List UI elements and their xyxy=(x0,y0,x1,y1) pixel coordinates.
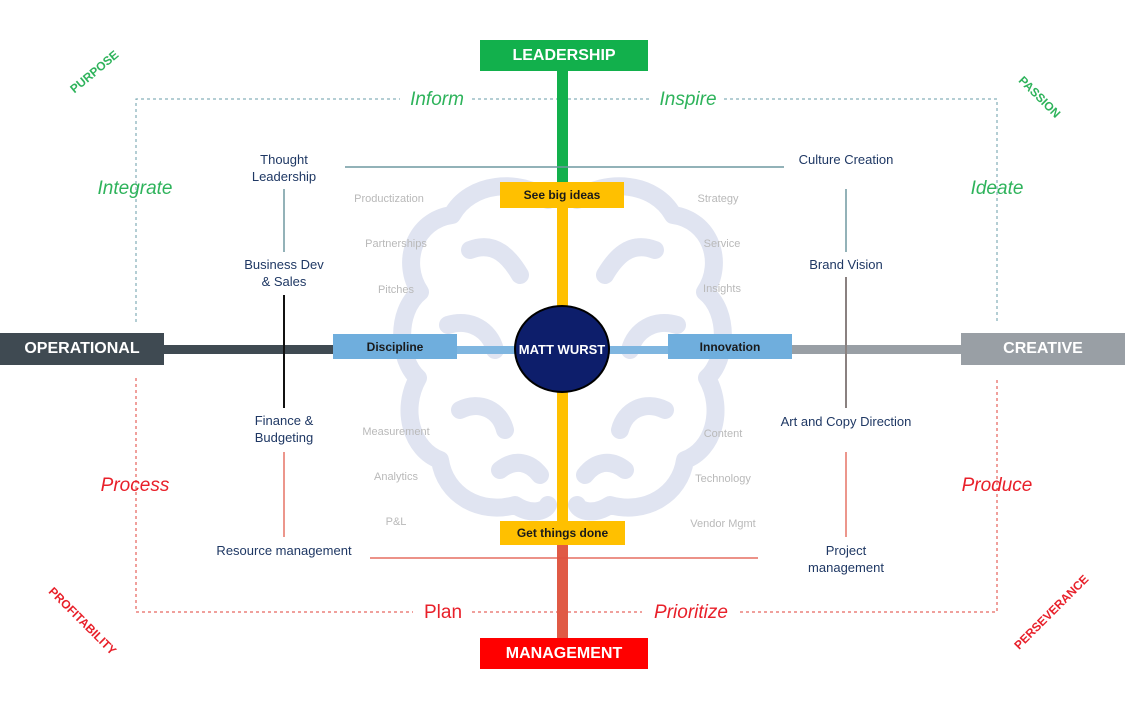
skill-insights: Insights xyxy=(703,283,741,295)
management-box: MANAGEMENT xyxy=(480,638,648,669)
operational-box: OPERATIONAL xyxy=(0,333,164,365)
skill-productization: Productization xyxy=(354,193,424,205)
verb-inform: Inform xyxy=(410,89,464,110)
creative-box: CREATIVE xyxy=(961,333,1125,365)
creative-bar xyxy=(790,345,965,354)
center-circle xyxy=(514,305,610,393)
get-things-done-tag: Get things done xyxy=(500,521,625,545)
innovation-tag: Innovation xyxy=(668,334,792,359)
leadership-bar xyxy=(557,70,568,182)
brain-icon xyxy=(393,177,732,521)
management-bar xyxy=(557,545,568,640)
role-culture-creation: Culture Creation xyxy=(798,152,894,167)
skill-technology: Technology xyxy=(695,473,751,485)
skill-measurement: Measurement xyxy=(362,426,430,438)
verb-ideate: Ideate xyxy=(970,178,1024,199)
leadership-box: LEADERSHIP xyxy=(480,40,648,71)
skill-pitches: Pitches xyxy=(377,284,415,296)
innovation-connector xyxy=(608,346,670,354)
skill-service: Service xyxy=(703,238,741,250)
see-big-ideas-tag: See big ideas xyxy=(500,182,624,208)
verb-process: Process xyxy=(100,475,170,496)
skill-vendor-mgmt: Vendor Mgmt xyxy=(690,518,756,530)
verb-inspire: Inspire xyxy=(659,89,717,110)
role-business-dev: Business Dev& Sales xyxy=(244,257,324,289)
role-art-copy: Art and Copy Direction xyxy=(780,414,912,429)
verb-integrate: Integrate xyxy=(97,178,173,199)
skill-analytics: Analytics xyxy=(373,471,419,483)
discipline-connector xyxy=(455,346,515,354)
role-brand-vision: Brand Vision xyxy=(809,257,883,272)
operational-bar xyxy=(160,345,335,354)
verb-plan: Plan xyxy=(423,602,463,623)
discipline-tag: Discipline xyxy=(333,334,457,359)
center-label: MATT WURST xyxy=(518,342,606,357)
role-resource-management: Resource management xyxy=(216,543,352,558)
skill-content: Content xyxy=(703,428,743,440)
skill-strategy: Strategy xyxy=(697,193,739,205)
role-finance: Finance &Budgeting xyxy=(254,413,314,445)
verb-prioritize: Prioritize xyxy=(654,602,728,623)
skill-pnl: P&L xyxy=(385,516,407,528)
purpose-frame-line xyxy=(135,98,998,322)
verb-produce: Produce xyxy=(961,475,1033,496)
skill-partnerships: Partnerships xyxy=(365,238,427,250)
